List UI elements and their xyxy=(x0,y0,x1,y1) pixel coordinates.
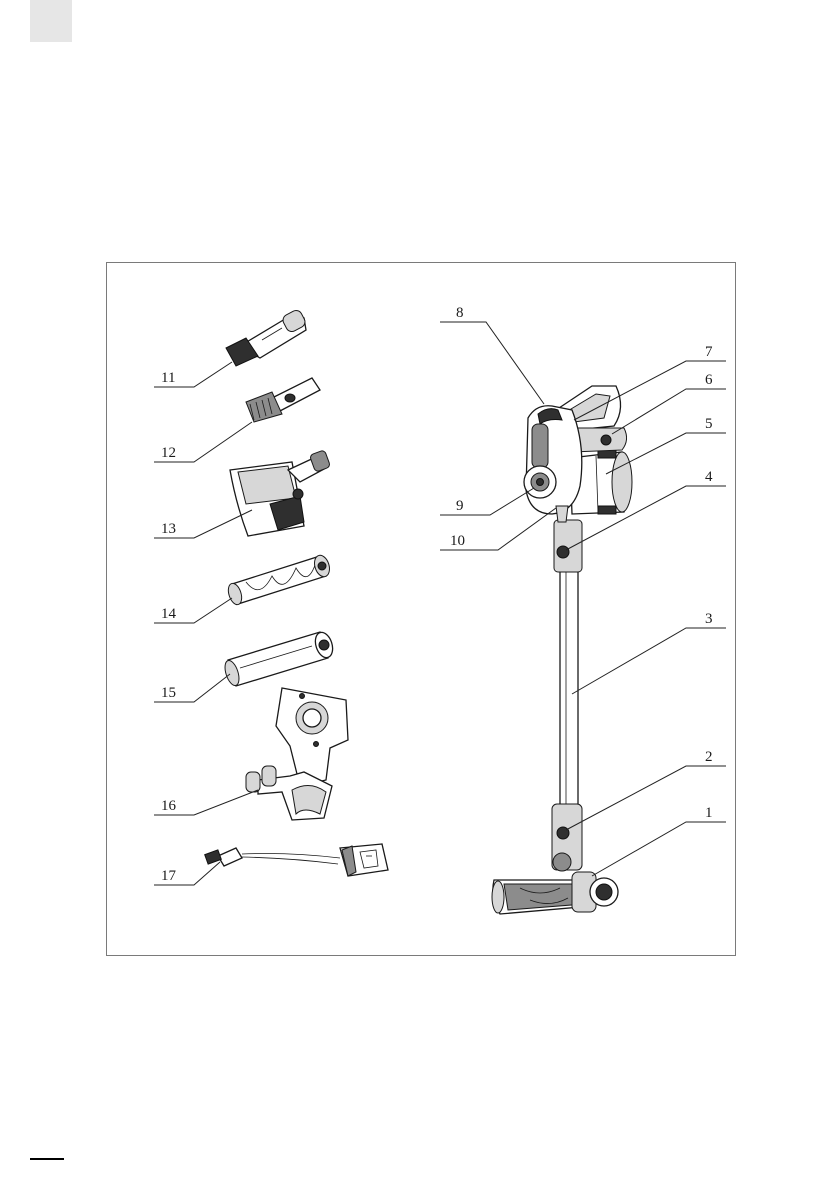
mini-turbo-brush-drawing xyxy=(230,450,331,536)
wall-bracket-drawing xyxy=(246,688,348,820)
callout-11: 11 xyxy=(161,370,175,386)
callout-6: 6 xyxy=(705,372,713,388)
vacuum-cleaner-drawing xyxy=(492,386,632,914)
callout-7: 7 xyxy=(705,344,713,360)
callout-12: 12 xyxy=(161,445,176,461)
brush-tool-drawing xyxy=(246,378,320,422)
callout-16: 16 xyxy=(161,798,177,814)
soft-roller-drawing xyxy=(222,630,335,687)
callout-1: 1 xyxy=(705,805,713,821)
callout-13: 13 xyxy=(161,521,176,537)
callout-17: 17 xyxy=(161,868,177,884)
charger-drawing xyxy=(205,844,388,876)
callout-4: 4 xyxy=(705,469,713,485)
callout-8: 8 xyxy=(456,305,464,321)
crevice-tool-drawing xyxy=(226,308,307,366)
callout-2: 2 xyxy=(705,749,713,765)
callout-3: 3 xyxy=(705,611,713,627)
callout-14: 14 xyxy=(161,606,177,622)
callout-10: 10 xyxy=(450,533,465,549)
callout-5: 5 xyxy=(705,416,713,432)
brush-roll-drawing xyxy=(226,553,332,606)
callout-9: 9 xyxy=(456,498,464,514)
callout-15: 15 xyxy=(161,685,176,701)
